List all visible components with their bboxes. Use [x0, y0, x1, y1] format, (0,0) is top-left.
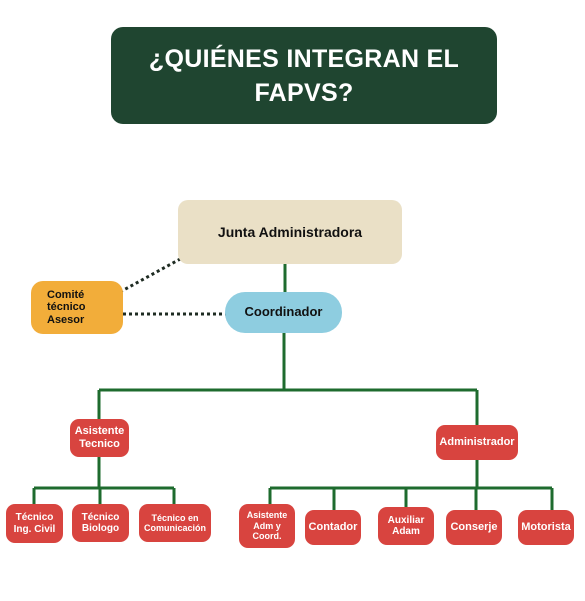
tecnico-comunicacion-node: Técnico en Comunicación: [139, 504, 211, 542]
motorista-node: Motorista: [518, 510, 574, 545]
page-title: ¿QUIÉNES INTEGRAN EL FAPVS?: [111, 27, 497, 124]
asistente-adm-node: Asistente Adm y Coord.: [239, 504, 295, 548]
administrador-node: Administrador: [436, 425, 518, 460]
conserje-node: Conserje: [446, 510, 502, 545]
comite-tecnico-node: Comité técnico Asesor: [31, 281, 123, 334]
asistente-tecnico-node: Asistente Tecnico: [70, 419, 129, 457]
comite-junta-connector: [119, 256, 183, 294]
junta-administradora-node: Junta Administradora: [178, 200, 402, 264]
tecnico-ing-civil-node: Técnico Ing. Civil: [6, 504, 63, 543]
tecnico-biologo-node: Técnico Biologo: [72, 504, 129, 542]
coordinador-node: Coordinador: [225, 292, 342, 333]
auxiliar-node: Auxiliar Adam: [378, 507, 434, 545]
contador-node: Contador: [305, 510, 361, 545]
